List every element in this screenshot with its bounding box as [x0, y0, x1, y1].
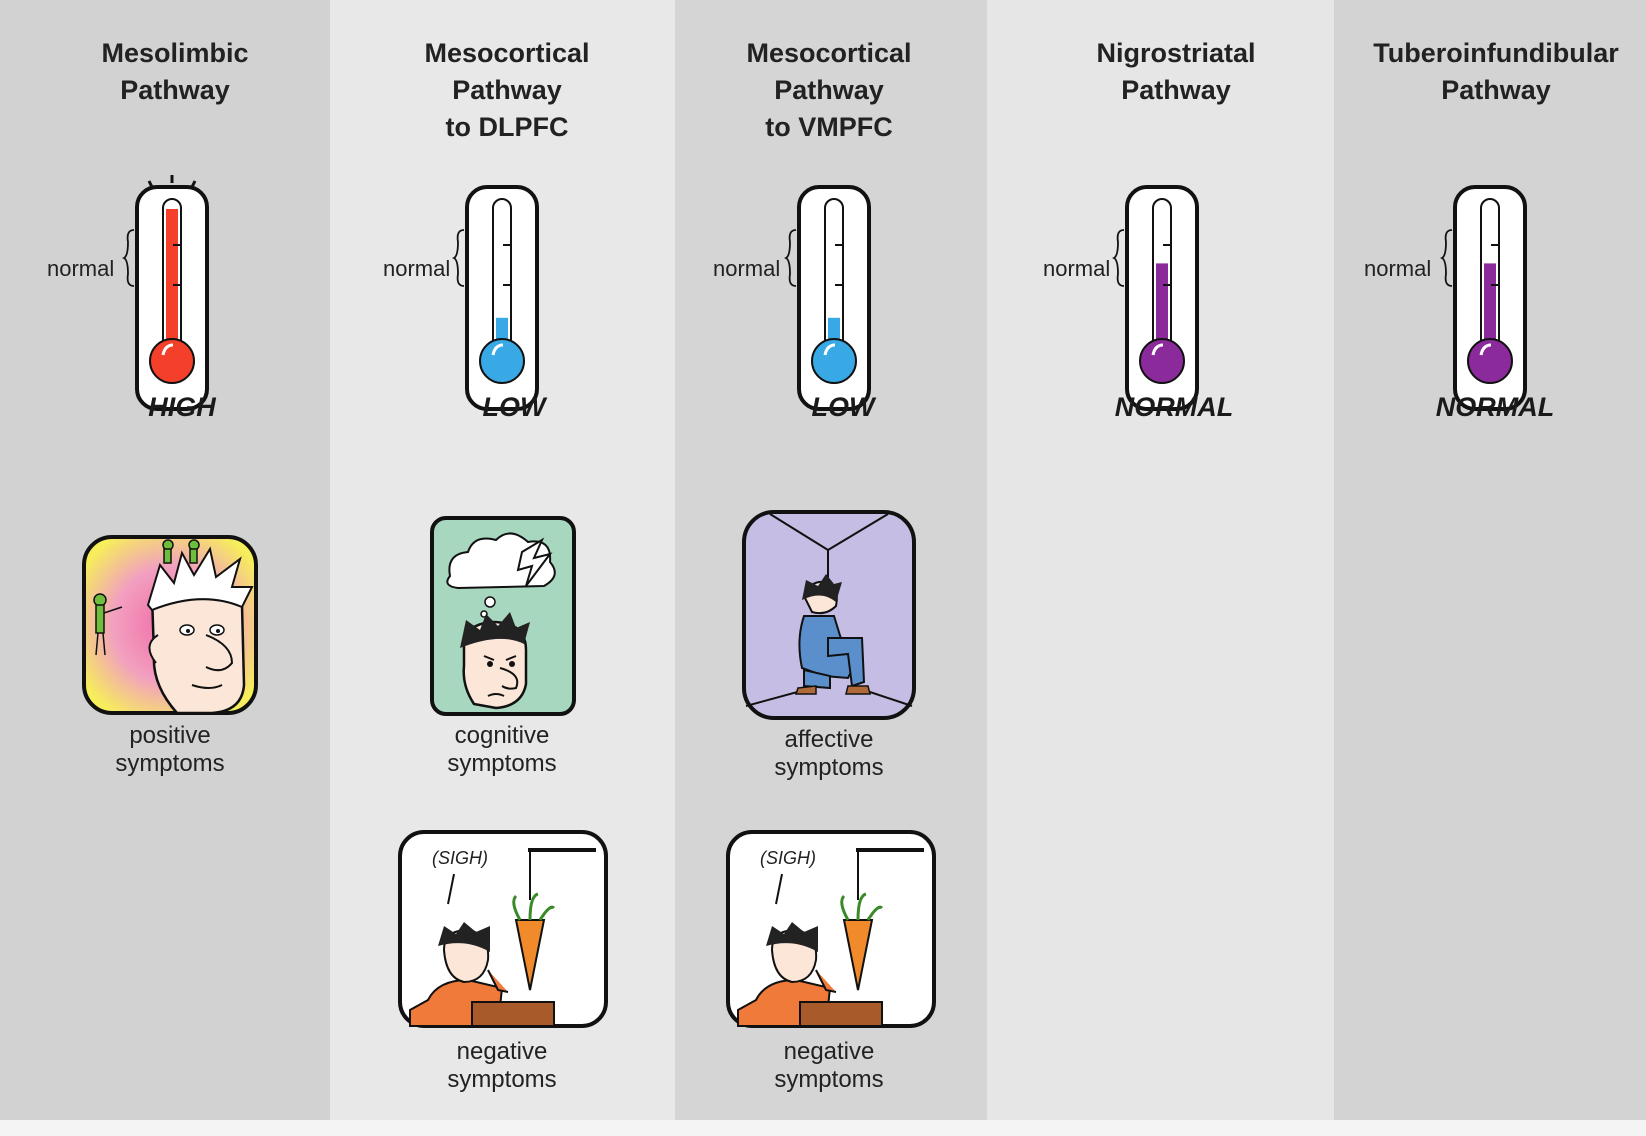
thermometer-icon [1453, 185, 1527, 415]
hallucination-aliens-icon [82, 535, 258, 715]
sad-person-corner-icon [742, 510, 916, 720]
normal-range-brace [452, 228, 466, 288]
normal-label: normal [383, 256, 450, 282]
level-label: NORMAL [1375, 392, 1615, 423]
normal-range-brace [122, 228, 136, 288]
sighing-person-carrot-icon: (SIGH) [726, 830, 936, 1028]
thermometer-icon [797, 185, 871, 415]
normal-range-brace [1112, 228, 1126, 288]
pathway-column-tuberoinfundibular [1334, 0, 1646, 1120]
storm-cloud-thought-icon [430, 516, 576, 716]
normal-range-brace [1440, 228, 1454, 288]
thermometer-icon [1125, 185, 1199, 415]
bottom-strip [0, 1120, 1646, 1136]
thermometer-icon [135, 185, 209, 415]
level-label: LOW [723, 392, 963, 423]
sigh-text: (SIGH) [432, 848, 488, 868]
thermometer-icon [465, 185, 539, 415]
normal-range-brace [784, 228, 798, 288]
level-label: LOW [394, 392, 634, 423]
level-label: HIGH [62, 392, 302, 423]
sighing-person-carrot-icon: (SIGH) [398, 830, 608, 1028]
level-label: NORMAL [1054, 392, 1294, 423]
normal-label: normal [713, 256, 780, 282]
normal-label: normal [1364, 256, 1431, 282]
normal-label: normal [1043, 256, 1110, 282]
pathway-column-nigrostriatal [987, 0, 1334, 1120]
sigh-text: (SIGH) [760, 848, 816, 868]
normal-label: normal [47, 256, 114, 282]
